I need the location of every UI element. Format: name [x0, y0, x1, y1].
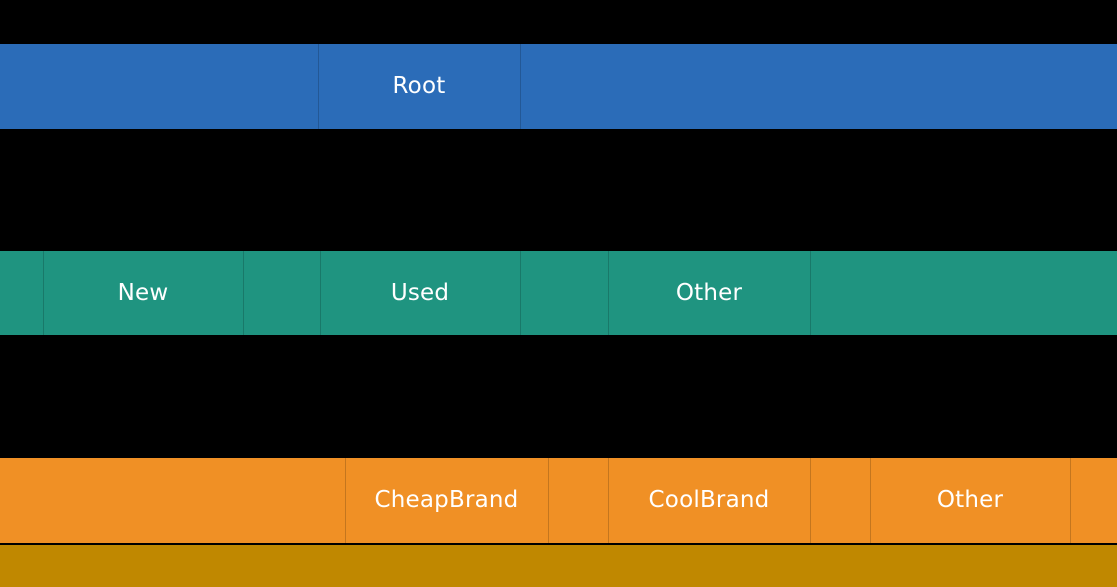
- node-divider: [43, 251, 44, 335]
- icicle-node-unlabeled[interactable]: [243, 251, 320, 335]
- icicle-node-unlabeled[interactable]: [0, 251, 43, 335]
- node-divider: [320, 251, 321, 335]
- icicle-node-unlabeled[interactable]: [0, 458, 345, 543]
- icicle-node-unlabeled[interactable]: [0, 44, 318, 129]
- node-divider: [810, 251, 811, 335]
- node-divider: [1070, 458, 1071, 543]
- icicle-node-other[interactable]: Other: [608, 251, 810, 335]
- node-divider: [608, 251, 609, 335]
- node-divider: [548, 458, 549, 543]
- icicle-node-label: Other: [675, 279, 743, 306]
- node-divider: [243, 251, 244, 335]
- icicle-node-new[interactable]: New: [43, 251, 243, 335]
- icicle-node-label: CoolBrand: [648, 487, 770, 513]
- icicle-node-label: Root: [392, 73, 446, 99]
- icicle-node-unlabeled[interactable]: [810, 251, 1117, 335]
- icicle-node-label: New: [117, 279, 169, 306]
- node-divider: [810, 458, 811, 543]
- root-level: Root: [0, 44, 1117, 129]
- node-divider: [345, 458, 346, 543]
- icicle-node-coolbrand[interactable]: CoolBrand: [608, 458, 810, 543]
- node-divider: [608, 458, 609, 543]
- node-divider: [520, 251, 521, 335]
- icicle-node-other[interactable]: Other: [870, 458, 1070, 543]
- leaf-level: [0, 545, 1117, 587]
- condition-level: New Used Other: [0, 251, 1117, 335]
- icicle-node-unlabeled[interactable]: [520, 251, 608, 335]
- brand-level: CheapBrand CoolBrand Other: [0, 458, 1117, 543]
- node-divider: [318, 44, 319, 129]
- icicle-node-unlabeled[interactable]: [810, 458, 870, 543]
- icicle-node-label: Used: [390, 279, 450, 306]
- icicle-node-label: CheapBrand: [374, 487, 519, 513]
- node-divider: [520, 44, 521, 129]
- icicle-node-unlabeled[interactable]: [548, 458, 608, 543]
- icicle-node-unlabeled[interactable]: [1070, 458, 1117, 543]
- icicle-node-unlabeled[interactable]: [520, 44, 1117, 129]
- icicle-node-unlabeled[interactable]: [0, 545, 1117, 587]
- icicle-node-used[interactable]: Used: [320, 251, 520, 335]
- icicle-node-root[interactable]: Root: [318, 44, 520, 129]
- icicle-node-cheapbrand[interactable]: CheapBrand: [345, 458, 548, 543]
- node-divider: [870, 458, 871, 543]
- icicle-node-label: Other: [936, 487, 1004, 513]
